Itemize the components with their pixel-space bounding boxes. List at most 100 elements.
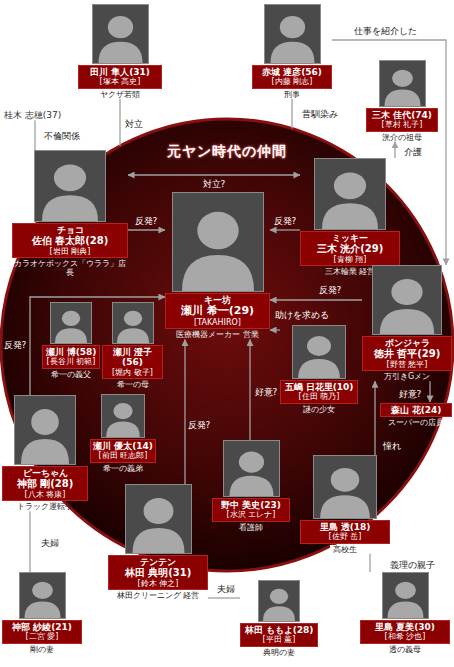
character-card: 田川 隼人(31)[塚本 高史]ヤクザ若頭 bbox=[78, 4, 162, 99]
name-tag: 瀬川 澄子(56)[堀内 敬子] bbox=[102, 345, 163, 379]
connector bbox=[429, 381, 430, 402]
portrait-silhouette bbox=[126, 485, 191, 553]
portrait-silhouette bbox=[383, 573, 428, 618]
character-name: 瀬川 優太(14) bbox=[93, 441, 153, 451]
connector bbox=[369, 554, 370, 572]
character-name: 瀬川 希一(29) bbox=[168, 305, 267, 318]
character-card: 里島 透(18)[佐野 岳]高校生 bbox=[300, 455, 390, 554]
actor-name: [住田 萌乃] bbox=[283, 392, 355, 401]
role-text: スーパーの店員 bbox=[380, 418, 452, 427]
portrait-silhouette bbox=[173, 193, 263, 291]
edge-label: 好意? bbox=[399, 389, 422, 399]
connector bbox=[291, 99, 292, 129]
name-note: 桂木 志穂(37) bbox=[4, 110, 78, 120]
role-text: 万引きGメン bbox=[362, 372, 452, 381]
portrait-photo bbox=[314, 158, 386, 230]
character-card: 瀬川 澄子(56)[堀内 敬子]希一の母 bbox=[102, 302, 163, 389]
nickname-text: ピーちゃん bbox=[5, 468, 85, 478]
portrait-photo bbox=[19, 572, 66, 619]
edge-label: 反発? bbox=[274, 216, 297, 226]
character-card: 林田 ももよ(28)[平田 薫]典明の妻 bbox=[240, 580, 318, 657]
edge-label: 反発? bbox=[135, 216, 158, 226]
portrait-silhouette bbox=[259, 581, 299, 621]
connector bbox=[29, 511, 30, 572]
portrait-silhouette bbox=[20, 573, 65, 618]
name-tag: ボンジャラ徳井 哲平(29)[野替 愁平] bbox=[362, 336, 452, 371]
character-card: 神部 紗綾(21)[二宮 愛]剛の妻 bbox=[2, 572, 82, 654]
name-tag: 里島 夏美(30)[和希 沙也] bbox=[360, 620, 450, 644]
portrait-silhouette bbox=[35, 151, 105, 221]
actor-name: [和希 沙也] bbox=[363, 632, 447, 641]
actor-name: [前田 旺志郎] bbox=[93, 451, 153, 460]
actor-name: [佐野 岳] bbox=[303, 532, 387, 541]
name-tag: ピーちゃん神部 剛(28)[八木 将康] bbox=[2, 466, 88, 501]
character-card: ミッキー三木 洸介(29)[青柳 翔]三木輪業 経営 bbox=[300, 158, 400, 276]
character-name: 瀬川 博(58) bbox=[45, 347, 97, 357]
portrait-silhouette bbox=[265, 5, 320, 63]
character-name: 桂木 志穂(37) bbox=[4, 110, 78, 120]
character-name: 里島 透(18) bbox=[303, 522, 387, 532]
edge-label: 対立? bbox=[203, 179, 226, 189]
name-tag: 三木 佳代(74)[草村 礼子] bbox=[366, 108, 438, 132]
actor-name: [内藤 剛志] bbox=[255, 77, 329, 86]
character-card: 里島 夏美(30)[和希 沙也]透の義母 bbox=[360, 572, 450, 654]
character-name: 徳井 哲平(29) bbox=[365, 348, 449, 360]
portrait-silhouette bbox=[315, 159, 385, 229]
nickname-text: ミッキー bbox=[303, 233, 397, 243]
portrait-silhouette bbox=[314, 456, 376, 518]
connector bbox=[34, 120, 35, 150]
actor-name: [野替 愁平] bbox=[365, 360, 449, 369]
name-tag: 赤城 達彦(56)[内藤 剛志] bbox=[252, 65, 332, 89]
actor-name: [長谷川 初範] bbox=[45, 357, 97, 366]
character-name: 五嶋 日花里(10) bbox=[283, 382, 355, 392]
portrait-photo bbox=[264, 4, 321, 64]
character-card: ボンジャラ徳井 哲平(29)[野替 愁平]万引きGメン bbox=[362, 265, 452, 381]
actor-name: [塚本 高史] bbox=[81, 77, 159, 86]
role-text: 林田クリーニング 経営 bbox=[108, 591, 208, 600]
character-name: 瀬川 澄子(56) bbox=[105, 347, 160, 368]
edge-label: 不倫関係 bbox=[44, 131, 80, 141]
portrait-photo bbox=[313, 455, 377, 519]
connector bbox=[270, 329, 280, 330]
character-name: 林田 典明(31) bbox=[111, 567, 205, 579]
role-text: カラオケボックス「ウララ」店長 bbox=[12, 259, 128, 277]
portrait-silhouette bbox=[380, 61, 425, 106]
portrait-silhouette bbox=[113, 303, 153, 343]
portrait-photo bbox=[382, 572, 429, 619]
name-tag: 野中 美史(23)[水沢 エレナ] bbox=[212, 498, 290, 522]
role-text: 希一の義父 bbox=[42, 370, 100, 379]
connector bbox=[374, 381, 375, 455]
portrait-silhouette bbox=[293, 326, 345, 378]
character-name: 森山 花(24) bbox=[383, 405, 449, 415]
connector bbox=[128, 229, 165, 230]
edge-label: 義理の親子 bbox=[390, 560, 435, 570]
name-tag: ミッキー三木 洸介(29)[青柳 翔] bbox=[300, 231, 400, 266]
character-name: 里島 夏美(30) bbox=[363, 622, 447, 632]
actor-name: [二宮 愛] bbox=[5, 632, 79, 641]
actor-name: [水沢 エレナ] bbox=[215, 510, 287, 519]
name-tag: 森山 花(24) bbox=[380, 403, 452, 417]
portrait-photo bbox=[258, 580, 300, 622]
character-name: 三木 洸介(29) bbox=[303, 243, 397, 255]
character-name: 林田 ももよ(28) bbox=[243, 625, 315, 635]
name-tag: 五嶋 日花里(10)[住田 萌乃] bbox=[280, 380, 358, 404]
edge-label: 対立 bbox=[125, 119, 143, 129]
edge-label: 憧れ bbox=[383, 441, 401, 451]
actor-name: [青柳 翔] bbox=[303, 255, 397, 264]
portrait-photo bbox=[125, 484, 192, 554]
character-name: 赤城 達彦(56) bbox=[255, 67, 329, 77]
portrait-photo bbox=[34, 150, 106, 222]
character-card: 赤城 達彦(56)[内藤 剛志]刑事 bbox=[252, 4, 332, 99]
connector bbox=[184, 339, 185, 484]
portrait-photo bbox=[172, 192, 264, 292]
character-card: テンテン林田 典明(31)[鈴木 伸之]林田クリーニング 経営 bbox=[108, 484, 208, 600]
role-text: 医療機器メーカー 営業 bbox=[165, 330, 270, 339]
name-tag: チョコ佐伯 春太郎(28)[岩田 剛典] bbox=[12, 223, 128, 258]
actor-name: [堀内 敬子] bbox=[105, 368, 160, 377]
role-text: トラック運転手 bbox=[2, 502, 88, 511]
portrait-silhouette bbox=[15, 396, 75, 464]
actor-name: [八木 将康] bbox=[5, 490, 85, 499]
portrait-photo bbox=[50, 302, 92, 344]
character-name: 神部 紗綾(21) bbox=[5, 622, 79, 632]
